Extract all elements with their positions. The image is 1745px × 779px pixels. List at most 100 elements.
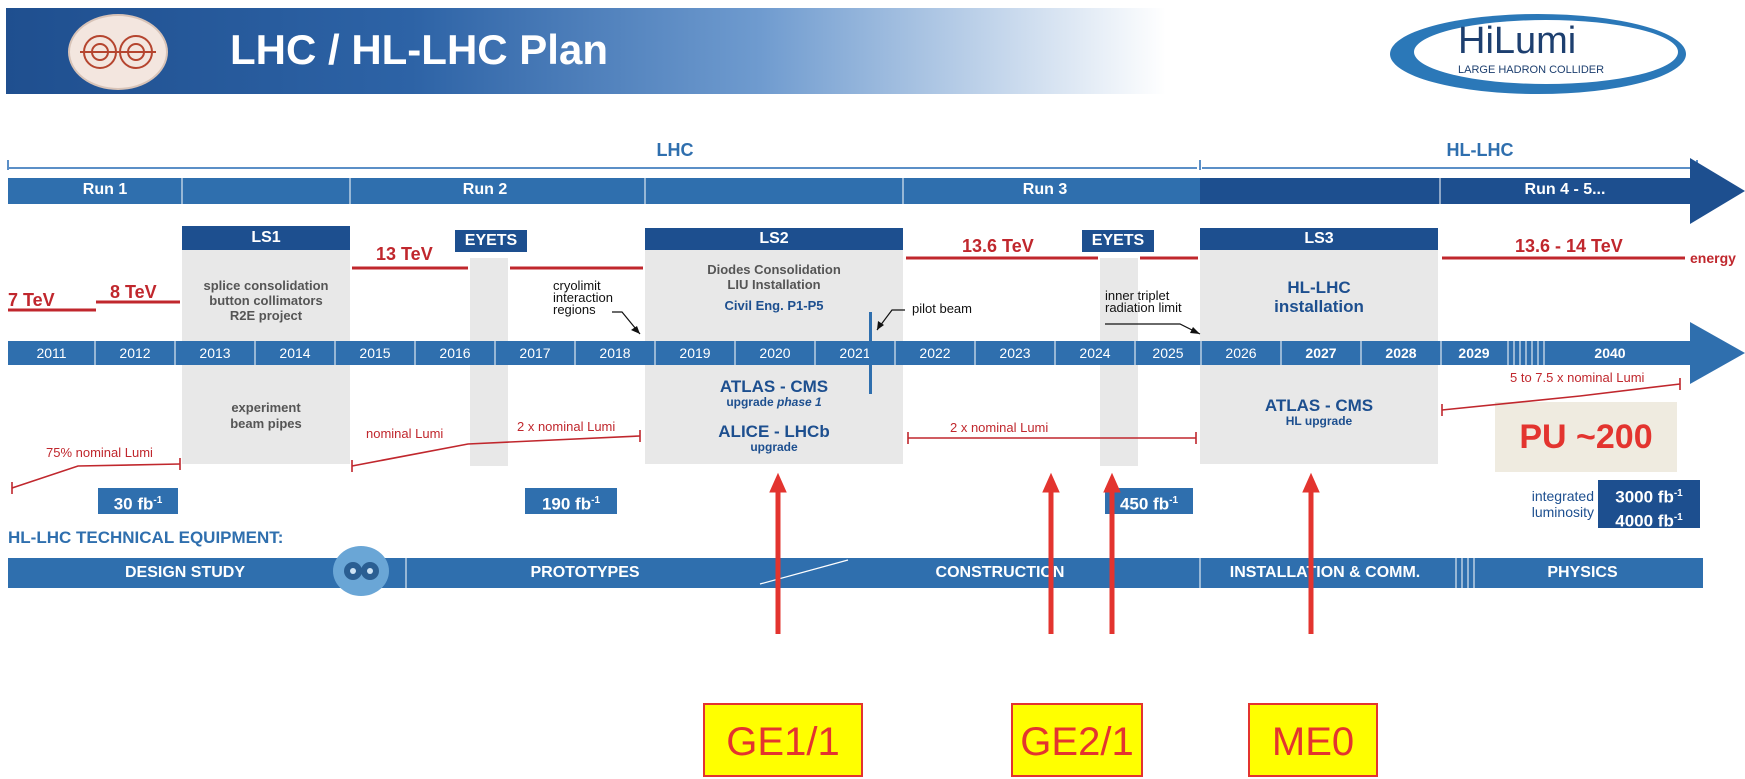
ls2-atlas-sub-a: upgrade (726, 395, 777, 409)
detector-ge21: GE2/1 (1011, 703, 1143, 777)
ls3-text-line-1: HL-LHC (1287, 278, 1351, 297)
detector-arrows (769, 472, 1320, 634)
year-2019: 2019 (679, 345, 711, 361)
run-arrow-head (1690, 158, 1745, 224)
ls1-lower-line-2: beam pipes (230, 416, 302, 431)
run-3-label: Run 3 (1022, 181, 1068, 198)
year-2012: 2012 (119, 345, 151, 361)
lumi-30fb-value: 30 fb (113, 494, 154, 514)
ls1-upper-text: splice consolidation button collimators … (182, 278, 350, 323)
year-2017: 2017 (519, 345, 551, 361)
energy-13-6tev: 13.6 TeV (962, 236, 1034, 256)
energy-axis-label: energy (1690, 250, 1736, 266)
year-2022: 2022 (919, 345, 951, 361)
ls1-label: LS1 (182, 226, 350, 250)
phase-design-study: DESIGN STUDY (124, 564, 245, 581)
lumi-4000fb-unit: -1 (1673, 511, 1683, 523)
integrated-label-line-2: luminosity (1531, 504, 1594, 520)
year-2018: 2018 (599, 345, 631, 361)
lumi-4000fb-value: 4000 fb (1615, 511, 1674, 531)
lumi-3000fb: 3000 fb-1 (1598, 484, 1700, 508)
pilot-beam-marker (869, 312, 872, 394)
year-2021: 2021 (839, 345, 871, 361)
ls3-label: LS3 (1200, 228, 1438, 250)
magnet-icon (333, 546, 389, 596)
lumi-nominal: nominal Lumi (366, 426, 444, 441)
eyets2-label: EYETS (1082, 230, 1154, 252)
year-2027: 2027 (1305, 345, 1337, 361)
year-2024: 2024 (1079, 345, 1111, 361)
year-2016: 2016 (439, 345, 471, 361)
ls2-text-line-2: LIU Installation (727, 277, 821, 292)
year-2028: 2028 (1385, 345, 1417, 361)
year-2015: 2015 (359, 345, 391, 361)
ls3-atlas-sub: HL upgrade (1285, 414, 1353, 428)
equipment-title: HL-LHC TECHNICAL EQUIPMENT: (8, 528, 284, 547)
phase-prototypes: PROTOTYPES (530, 564, 640, 581)
page-title: LHC / HL-LHC Plan (230, 26, 608, 73)
phase-physics: PHYSICS (1547, 564, 1618, 581)
year-2026: 2026 (1225, 345, 1257, 361)
ls2-civil-eng: Civil Eng. P1-P5 (724, 298, 824, 313)
eyets1-label: EYETS (455, 230, 527, 252)
year-2014: 2014 (279, 345, 311, 361)
pu-box (1495, 402, 1677, 472)
ls1-text-line-3: R2E project (229, 308, 303, 323)
lumi-30fb: 30 fb-1 (98, 488, 178, 514)
year-2029: 2029 (1458, 345, 1490, 361)
lumi-450fb-value: 450 fb (1119, 494, 1170, 514)
detector-me0: ME0 (1248, 703, 1378, 777)
ls1-text-line-1: splice consolidation (203, 278, 329, 293)
lumi-190fb-unit: -1 (591, 495, 601, 506)
year-bar (8, 341, 1698, 365)
header-banner (6, 8, 1166, 94)
detector-ge11: GE1/1 (703, 703, 863, 777)
ls2-atlas-sub: upgrade phase 1 (645, 395, 903, 409)
ls2-label: LS2 (645, 228, 903, 250)
lhc-logo-icon (68, 14, 168, 90)
lumi-190fb-value: 190 fb (541, 494, 592, 514)
energy-lines (8, 256, 1685, 312)
ls3-text-line-2: installation (1274, 297, 1364, 316)
cryolimit-line-2: interaction (553, 290, 613, 305)
lumi-3000fb-unit: -1 (1673, 488, 1683, 499)
run-4-5-label: Run 4 - 5... (1524, 181, 1606, 198)
hilumi-logo-subtext: LARGE HADRON COLLIDER (1458, 64, 1605, 76)
triplet-line-1: inner triplet (1105, 288, 1170, 303)
ls1-lower-text: experiment beam pipes (182, 400, 350, 432)
era-lhc-label: LHC (656, 140, 694, 160)
lumi-2x-run2: 2 x nominal Lumi (517, 419, 616, 434)
run-dividers (181, 178, 1441, 204)
cryolimit-line-1: cryolimit (553, 278, 601, 293)
equipment-dividers (405, 558, 1475, 588)
ls2-text-line-1: Diodes Consolidation (707, 262, 841, 277)
run-2-label: Run 2 (462, 181, 508, 198)
lumi-3000fb-value: 3000 fb (1615, 487, 1674, 507)
phase-construction: CONSTRUCTION (935, 564, 1065, 581)
ls2-alice-lhcb: ALICE - LHCb (718, 422, 830, 441)
pileup-label: PU ~200 (1519, 418, 1653, 456)
ls2-alice-sub: upgrade (750, 440, 798, 454)
hilumi-logo: HiLumi LARGE HADRON COLLIDER (1388, 6, 1688, 98)
year-cells: 2011 2012 2013 2014 2015 2016 2017 2018 … (8, 341, 1698, 365)
year-2040: 2040 (1594, 345, 1626, 361)
year-2025: 2025 (1152, 345, 1184, 361)
lumi-190fb: 190 fb-1 (525, 488, 617, 514)
energy-7tev: 7 TeV (8, 290, 55, 310)
ls2-atlas-sub-b: phase 1 (776, 395, 822, 409)
lumi-75: 75% nominal Lumi (46, 445, 153, 460)
run-bar-hllhc (1200, 178, 1700, 204)
lumi-450fb-unit: -1 (1169, 495, 1179, 506)
cryolimit-note: cryolimit interaction regions (553, 278, 613, 316)
ls1-text-line-2: button collimators (209, 293, 323, 308)
year-2020: 2020 (759, 345, 791, 361)
energy-8tev: 8 TeV (110, 282, 157, 302)
integrated-lumi-label: integrated luminosity (1512, 488, 1594, 520)
ls3-upper-text: HL-LHC installation (1200, 278, 1438, 316)
energy-13-6-14tev: 13.6 - 14 TeV (1515, 236, 1623, 256)
lumi-5-7x: 5 to 7.5 x nominal Lumi (1510, 370, 1645, 385)
lumi-30fb-unit: -1 (153, 495, 163, 506)
year-arrow-head (1690, 322, 1745, 384)
phase-installation: INSTALLATION & COMM. (1229, 564, 1421, 581)
hilumi-logo-text: HiLumi (1458, 20, 1577, 62)
